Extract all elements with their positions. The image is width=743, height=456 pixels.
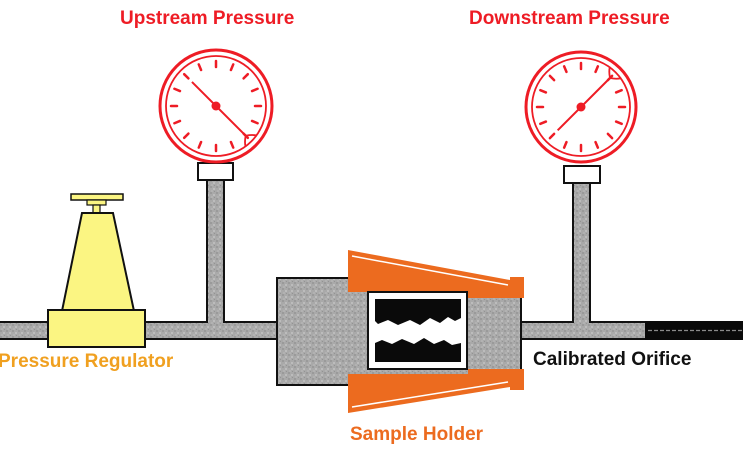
gauge-tick [229, 140, 235, 149]
gauge-tick [614, 120, 623, 126]
gauge-tick [606, 132, 614, 140]
calibrated-orifice-label: Calibrated Orifice [533, 349, 692, 370]
gauge-hub [576, 102, 586, 112]
upstream-pressure-gauge-icon [158, 48, 274, 164]
sample-holder-label: Sample Holder [350, 424, 484, 445]
pressure-regulator-icon [47, 193, 146, 348]
gauge-tick [173, 87, 182, 93]
gauge-tick [562, 65, 568, 74]
gauge-tick [229, 63, 235, 72]
gauge-tick [614, 88, 623, 94]
gauge-hub [211, 101, 221, 111]
gauge-tick [173, 119, 182, 125]
gauge-tick [539, 88, 548, 94]
gauge-tick [197, 140, 203, 149]
gauge-tick [594, 65, 600, 74]
gauge-dial [531, 57, 631, 157]
gauge-tick [539, 120, 548, 126]
downstream-gauge-pipe [572, 181, 591, 328]
sample-holder-clamp [348, 250, 524, 413]
gauge-tick [250, 119, 259, 125]
gauge-tick [250, 87, 259, 93]
gauge-tick [197, 63, 203, 72]
gauge-tick [182, 132, 190, 140]
gauge-tick [182, 72, 190, 80]
downstream-gauge-connector [563, 165, 601, 184]
gauge-needle-tip [244, 134, 258, 148]
downstream-pressure-label: Downstream Pressure [469, 8, 670, 29]
gauge-tick [548, 132, 556, 140]
sample-specimen [367, 291, 468, 370]
gauge-tick [548, 74, 556, 82]
downstream-pressure-gauge-icon [524, 50, 638, 164]
gauge-tick [242, 72, 250, 80]
calibrated-orifice-tube [645, 321, 743, 340]
pressure-regulator-label: Pressure Regulator [0, 351, 174, 372]
upstream-gauge-connector [197, 162, 234, 181]
upstream-gauge-pipe [206, 178, 225, 328]
gauge-tick [562, 140, 568, 149]
upstream-pressure-label: Upstream Pressure [120, 8, 295, 29]
gauge-tick [594, 140, 600, 149]
gauge-needle-tip [608, 66, 622, 80]
gauge-dial [165, 55, 267, 157]
